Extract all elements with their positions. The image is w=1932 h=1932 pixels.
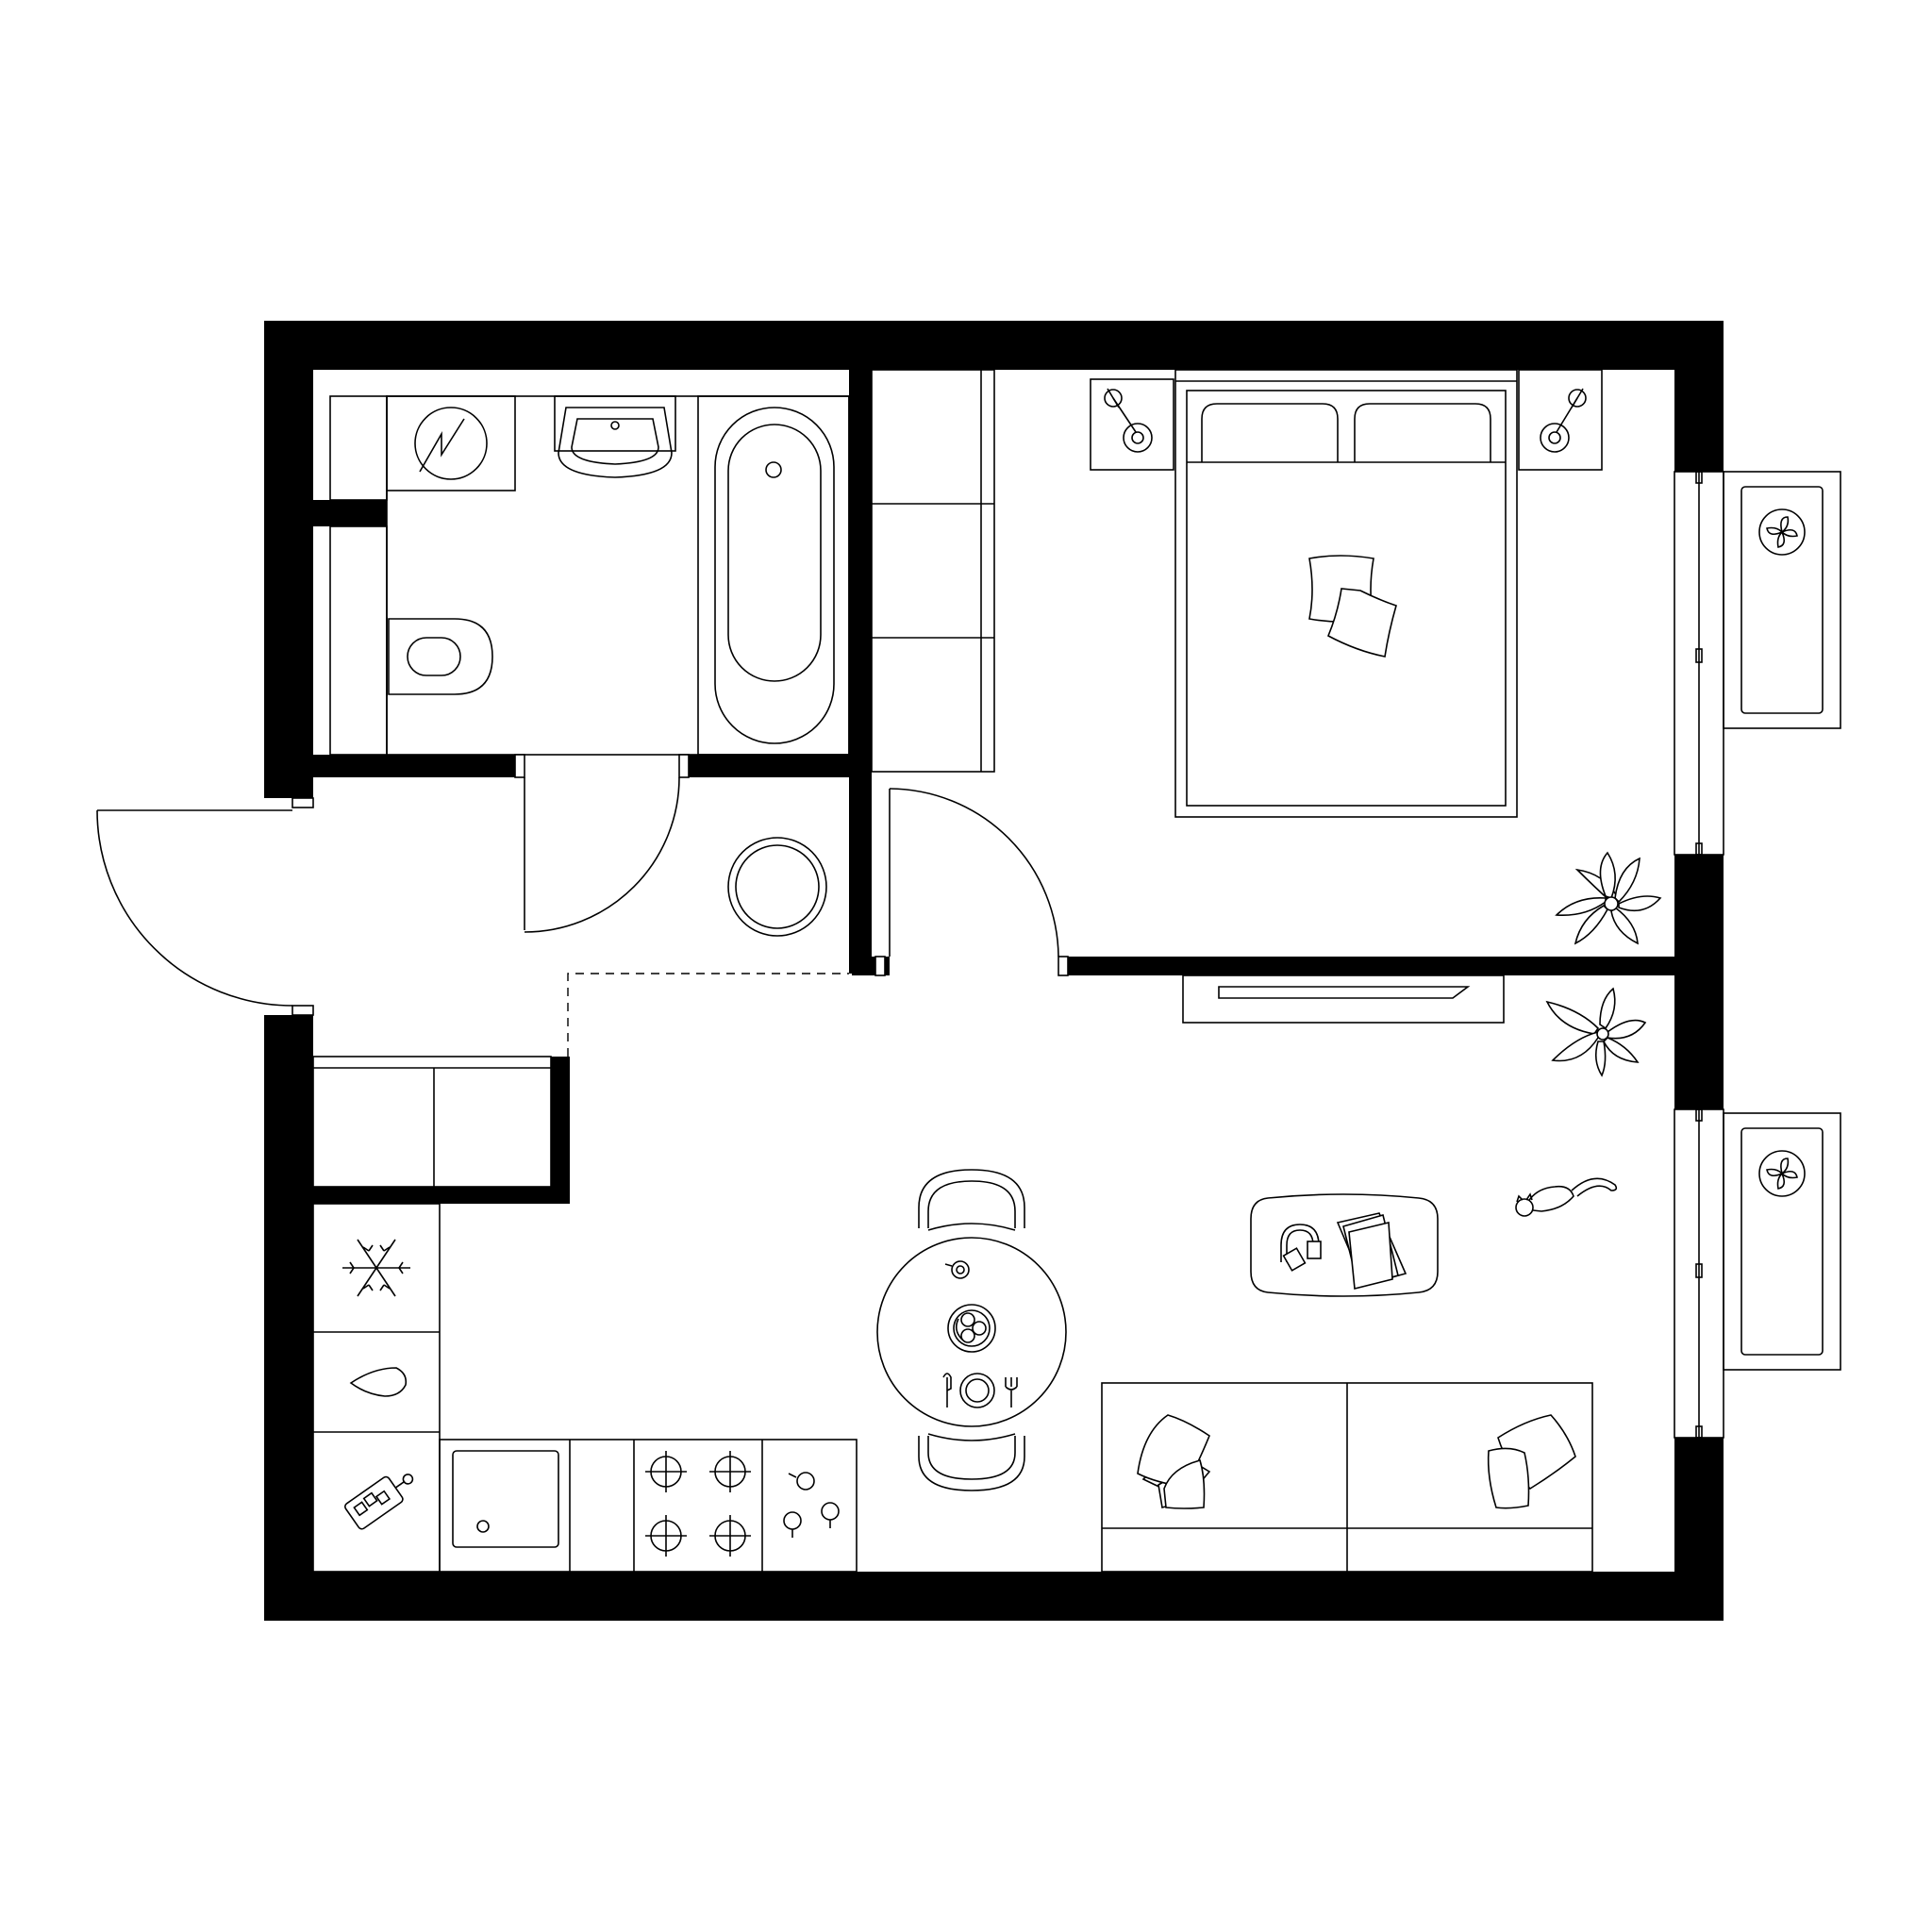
bedroom-door[interactable] (874, 788, 1069, 976)
chair-bottom (918, 1433, 1025, 1491)
washing-machine-icon (419, 418, 465, 473)
living-ac-unit (1723, 1112, 1841, 1371)
nightstand-left (1090, 378, 1174, 471)
double-bed (1174, 369, 1518, 818)
cat-icon (1515, 1177, 1618, 1217)
washing-machine (386, 395, 516, 491)
pillow-icon (1308, 555, 1397, 658)
cushion-icon (1487, 1414, 1576, 1509)
bedroom-wardrobe (871, 369, 995, 773)
freezer-icon (342, 1239, 410, 1297)
sink (554, 395, 676, 478)
plant-icon (1555, 851, 1662, 945)
plant-icon (1545, 987, 1647, 1077)
round-rug (727, 837, 827, 937)
fan-icon (1766, 516, 1798, 548)
tv-stand (1182, 974, 1505, 1024)
fruit-plate-icon (947, 1304, 996, 1353)
toilet (386, 617, 493, 696)
hallway (312, 837, 849, 1188)
bedroom-ac-unit (1723, 471, 1841, 729)
kitchen-counter (439, 1439, 858, 1573)
entrance-door[interactable] (96, 797, 314, 1016)
cup-icon (944, 1260, 970, 1279)
coffee-table (1250, 1193, 1439, 1297)
kitchen-column (312, 1203, 441, 1573)
fan-icon (1766, 1158, 1798, 1190)
headphones-icon (1280, 1224, 1322, 1272)
living-window (1674, 1108, 1724, 1439)
cutting-board-icon (344, 1474, 414, 1530)
magazines-icon (1336, 1212, 1407, 1291)
dining-set (876, 1169, 1067, 1491)
bedroom-window (1674, 471, 1724, 856)
walls (264, 321, 1724, 1621)
plate-cutlery-icon (942, 1373, 1018, 1408)
nightstand-right (1518, 369, 1603, 471)
kitchen-living-room (312, 974, 1647, 1573)
bathtub (697, 395, 850, 756)
bathroom (329, 395, 850, 756)
kitchen-sink (452, 1450, 559, 1548)
oven-icon (349, 1367, 408, 1397)
bedroom (871, 369, 1662, 945)
cushion-icon (1137, 1414, 1211, 1509)
chair-top (918, 1169, 1025, 1231)
stove-icon (645, 1451, 751, 1557)
hall-wardrobe (312, 1056, 552, 1188)
sofa (1101, 1382, 1593, 1573)
cups-icon (783, 1472, 840, 1538)
bathroom-door[interactable] (514, 754, 690, 933)
